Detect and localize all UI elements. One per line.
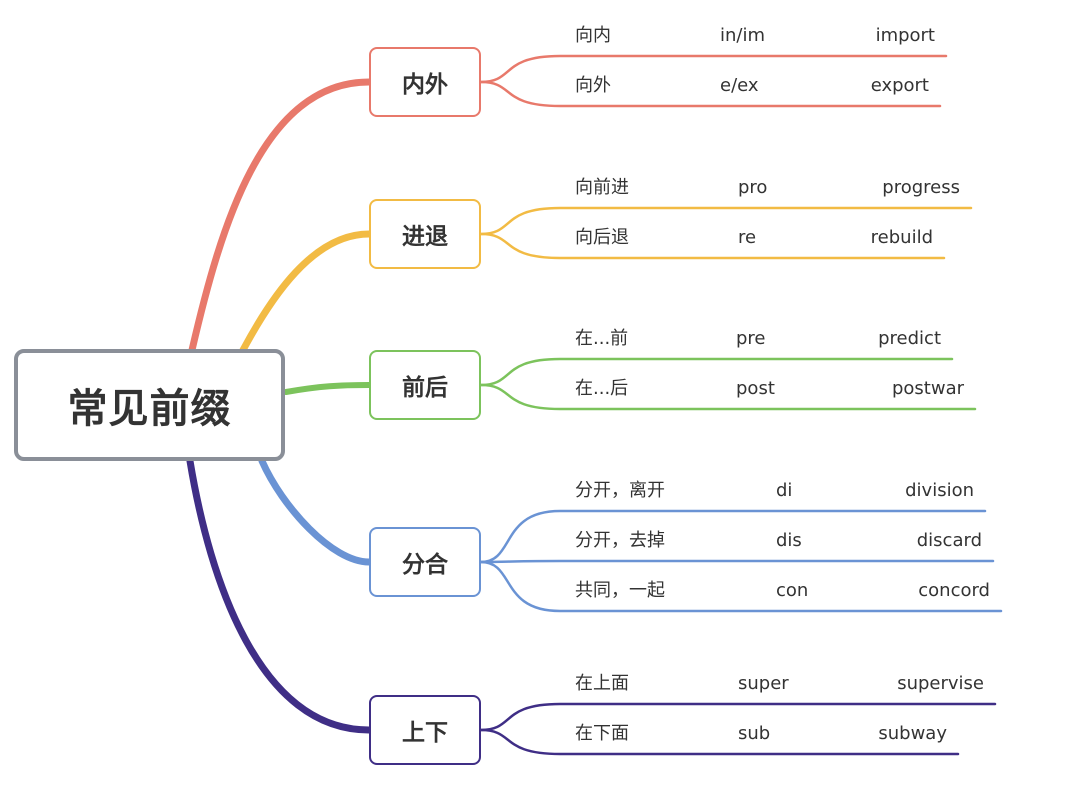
leaf-meaning: 分开，离开 — [575, 480, 665, 501]
leaf-prefix: pro — [738, 177, 768, 198]
leaf-example: supervise — [897, 673, 984, 694]
connector-leaf-1-2 — [479, 80, 942, 108]
branch-node-label: 进退 — [402, 224, 448, 250]
leaf-meaning: 在...后 — [575, 378, 629, 399]
leaf-prefix: con — [776, 580, 809, 601]
leaf-meaning: 向前进 — [575, 177, 629, 198]
leaf-example: division — [905, 480, 974, 501]
branch-node-4: 分合 — [369, 527, 481, 597]
connector-root-to-1 — [188, 78, 373, 354]
connector-leaf-4-3 — [479, 560, 1003, 613]
branch-node-label: 内外 — [402, 72, 448, 98]
branch-node-1: 内外 — [369, 47, 481, 117]
leaf-prefix: dis — [776, 530, 802, 551]
leaf-example: discard — [916, 530, 982, 551]
branch-node-label: 前后 — [402, 375, 448, 401]
connector-leaf-2-1 — [479, 206, 973, 236]
connector-root-to-3 — [283, 382, 372, 395]
leaf-prefix: post — [736, 378, 775, 399]
leaf-meaning: 共同，一起 — [575, 580, 665, 601]
connector-leaf-1-1 — [479, 54, 948, 84]
connector-leaf-3-1 — [479, 357, 954, 387]
leaf-prefix: di — [776, 480, 793, 501]
leaf-meaning: 在上面 — [575, 673, 629, 694]
leaf-example: progress — [882, 177, 960, 198]
branch-node-2: 进退 — [369, 199, 481, 269]
root-node: 常见前缀 — [14, 349, 285, 461]
leaf-example: import — [875, 25, 935, 46]
branch-node-5: 上下 — [369, 695, 481, 765]
leaf-meaning: 在下面 — [575, 723, 629, 744]
leaf-meaning: 向外 — [575, 75, 611, 96]
connector-leaf-3-2 — [479, 383, 977, 411]
branch-node-label: 分合 — [402, 552, 448, 578]
connector-leaf-2-2 — [479, 232, 946, 260]
leaf-meaning: 在...前 — [575, 328, 629, 349]
leaf-prefix: sub — [738, 723, 771, 744]
leaf-example: postwar — [891, 378, 964, 399]
leaf-prefix: pre — [736, 328, 766, 349]
connector-root-to-2 — [239, 230, 373, 354]
connector-leaf-5-1 — [479, 702, 997, 732]
leaf-example: concord — [918, 580, 990, 601]
leaf-meaning: 向内 — [575, 25, 611, 46]
branch-node-label: 上下 — [402, 720, 448, 746]
leaf-example: subway — [878, 723, 947, 744]
connector-leaf-5-2 — [479, 728, 960, 756]
branch-node-3: 前后 — [369, 350, 481, 420]
leaf-prefix: super — [738, 673, 789, 694]
leaf-example: rebuild — [870, 227, 933, 248]
leaf-prefix: e/ex — [720, 75, 759, 96]
leaf-meaning: 分开，去掉 — [575, 530, 665, 551]
root-node-label: 常见前缀 — [67, 386, 232, 432]
leaf-prefix: re — [738, 227, 757, 248]
connector-root-to-5 — [186, 457, 373, 734]
leaf-meaning: 向后退 — [575, 227, 629, 248]
connector-leaf-4-2 — [479, 559, 995, 564]
leaf-prefix: in/im — [720, 25, 766, 46]
connector-root-to-4 — [258, 457, 373, 566]
leaf-example: predict — [878, 328, 941, 349]
leaf-example: export — [870, 75, 929, 96]
connector-leaf-4-1 — [479, 509, 987, 564]
